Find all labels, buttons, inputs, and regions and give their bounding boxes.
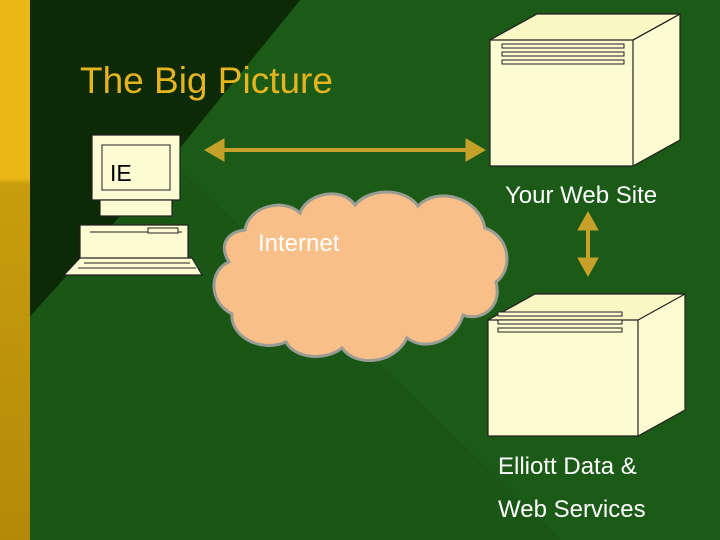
sidebar-stripe (0, 0, 30, 540)
page-title: The Big Picture (80, 60, 333, 101)
services-label-line-2: Web Services (498, 496, 646, 523)
cloud-label: Internet (258, 230, 340, 257)
services-label-line-1: Elliott Data & (498, 453, 637, 480)
server-icon-services (488, 294, 685, 436)
web-site-label: Your Web Site (505, 182, 657, 209)
client-label: IE (110, 160, 132, 186)
server-icon-web-site (490, 14, 680, 166)
